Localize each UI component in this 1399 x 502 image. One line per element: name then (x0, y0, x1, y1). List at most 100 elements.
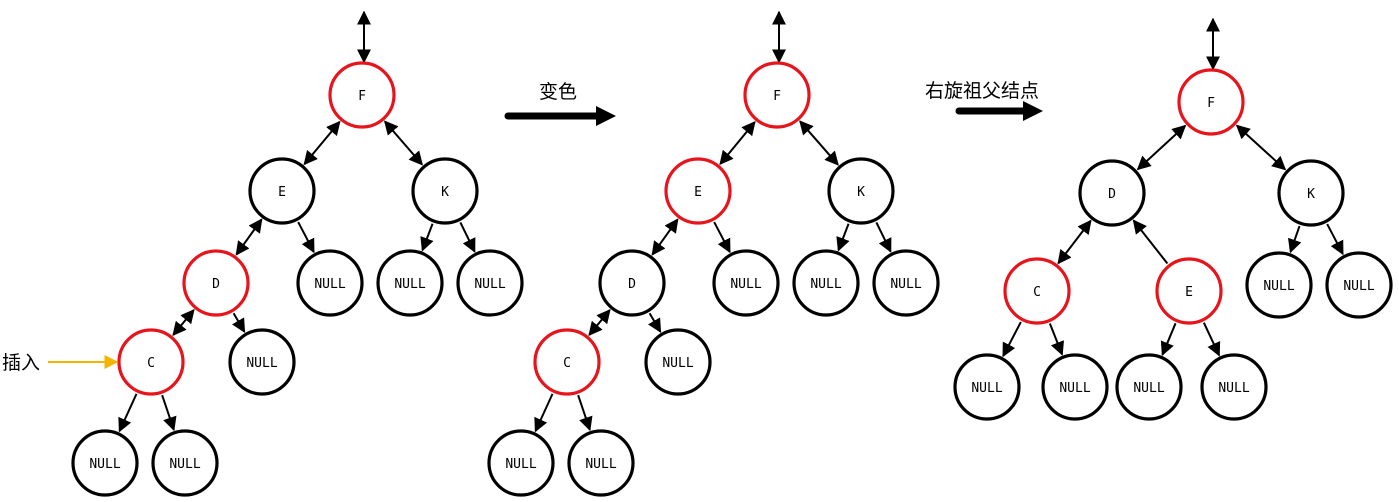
node-circle (827, 157, 895, 225)
before-node-K_null2: NULL (456, 249, 524, 317)
before-edge-K-K_null2 (459, 222, 476, 253)
before-edge-K-K_null1 (420, 223, 434, 252)
rotated-edge-E-D (1132, 219, 1169, 265)
node-label: NULL (971, 381, 1002, 396)
recolored-edge-E-E_null (713, 221, 731, 254)
node-label: D (628, 277, 636, 292)
recolored-edge-K-K_null2 (875, 222, 892, 253)
before-node-F: F (328, 61, 396, 129)
rotated-node-C: C (1003, 257, 1071, 325)
recolored-node-E: E (664, 157, 732, 225)
rotated-node-E_null1: NULL (1115, 353, 1183, 421)
recolored-edge-C-C_null2 (577, 394, 593, 432)
node-circle (712, 249, 780, 317)
before-node-K: K (411, 157, 479, 225)
rotated-edge-C-C_null1 (1002, 321, 1022, 358)
node-label: C (563, 356, 571, 371)
node-label: E (694, 185, 702, 200)
node-label: NULL (810, 277, 841, 292)
node-circle (182, 249, 250, 317)
rotated-edge-F-K (1235, 124, 1287, 171)
recolor-arrow-head (596, 106, 616, 126)
recolored-node-K_null2: NULL (872, 249, 940, 317)
node-label: NULL (474, 277, 505, 292)
node-circle (411, 157, 479, 225)
node-label: F (773, 89, 781, 104)
node-label: K (857, 185, 865, 200)
before-edge-C-C_null2 (161, 394, 177, 432)
before-edge-D-C (172, 308, 195, 337)
edges-layer (118, 10, 1344, 433)
node-circle (1155, 257, 1223, 325)
rotated-node-E_null2: NULL (1200, 353, 1268, 421)
before-edge-E-E_null (297, 221, 315, 254)
recolored-edge-F-E (719, 120, 756, 166)
node-circle (151, 429, 219, 497)
node-circle (456, 249, 524, 317)
before-edge-C-C_null1 (118, 393, 138, 433)
before-edge-E-D (235, 218, 263, 256)
node-label: NULL (394, 277, 425, 292)
node-label: K (441, 185, 449, 200)
rotated-edge-E-E_null1 (1160, 322, 1177, 356)
node-circle (533, 328, 601, 396)
node-label: NULL (89, 457, 120, 472)
node-label: NULL (1343, 279, 1374, 294)
node-label: NULL (662, 356, 693, 371)
before-node-K_null1: NULL (376, 249, 444, 317)
rotated-node-K_null2: NULL (1325, 251, 1393, 319)
node-circle (117, 328, 185, 396)
node-circle (743, 61, 811, 129)
nodes-layer: F E K D NULL NULL NULL C NULL NULL NULL F E K D NULL NUL… (71, 61, 1393, 497)
node-circle (228, 328, 296, 396)
before-node-C_null2: NULL (151, 429, 219, 497)
node-label: E (1185, 285, 1193, 300)
recolored-node-C_null2: NULL (567, 429, 635, 497)
before-edge-F-E (303, 120, 341, 166)
node-label: NULL (1263, 279, 1294, 294)
node-circle (1277, 159, 1345, 227)
node-label: D (212, 277, 220, 292)
rotated-node-F: F (1177, 68, 1245, 136)
node-circle (644, 328, 712, 396)
node-label: C (147, 356, 155, 371)
rotated-node-C_null2: NULL (1041, 353, 1109, 421)
recolored-node-K_null1: NULL (792, 249, 860, 317)
rotated-edge-D-C (1057, 219, 1092, 265)
node-label: C (1033, 285, 1041, 300)
recolored-edge-C-C_null1 (534, 393, 554, 433)
node-label: NULL (585, 457, 616, 472)
node-circle (1115, 353, 1183, 421)
recolored-node-K: K (827, 157, 895, 225)
before-node-E_null: NULL (296, 249, 364, 317)
before-edge-F-K (383, 120, 424, 166)
node-circle (953, 353, 1021, 421)
node-circle (248, 157, 316, 225)
node-label: NULL (169, 457, 200, 472)
node-label: F (358, 89, 366, 104)
rotate-caption: 右旋祖父结点 (925, 80, 1039, 102)
node-circle (1041, 353, 1109, 421)
rotate-step: 右旋祖父结点 (925, 80, 1043, 121)
node-label: NULL (246, 356, 277, 371)
node-circle (792, 249, 860, 317)
recolored-edge-K-K_null1 (836, 223, 850, 252)
recolored-edge-E-D (651, 218, 679, 256)
rotated-node-K: K (1277, 159, 1345, 227)
recolored-node-C: C (533, 328, 601, 396)
node-circle (1177, 68, 1245, 136)
rotated-edge-K-K_null2 (1326, 223, 1344, 256)
rotated-edge-F-D (1136, 124, 1187, 171)
rotated-node-K_null1: NULL (1245, 251, 1313, 319)
node-label: D (1108, 187, 1116, 202)
rotated-edge-C-C_null2 (1048, 323, 1064, 356)
recolored-edge-D-C (588, 308, 611, 337)
before-node-D_null: NULL (228, 328, 296, 396)
node-circle (296, 249, 364, 317)
before-edge-D-D_null (231, 312, 246, 333)
node-label: NULL (1133, 381, 1164, 396)
node-label: K (1307, 187, 1315, 202)
recolored-node-D_null: NULL (644, 328, 712, 396)
node-circle (1078, 159, 1146, 227)
rotated-node-D: D (1078, 159, 1146, 227)
